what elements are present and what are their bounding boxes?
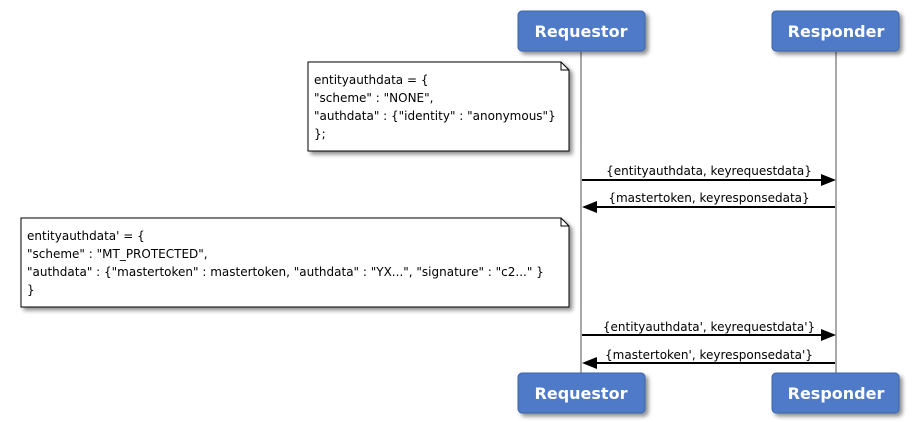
arrowhead-left <box>582 201 597 213</box>
participant-responder-label: Responder <box>788 22 885 41</box>
message-label: {entityauthdata, keyrequestdata} <box>606 164 812 178</box>
participant-requestor-label: Requestor <box>535 384 628 403</box>
participant-responder-top: Responder <box>771 10 900 52</box>
message-label: {entityauthdata', keyrequestdata'} <box>603 320 815 334</box>
arrowhead-right <box>821 174 836 186</box>
note-entityauthdata-prime: entityauthdata' = { "scheme" : "MT_PROTE… <box>20 217 570 308</box>
participant-responder-bottom: Responder <box>771 372 900 414</box>
message-2: {mastertoken, keyresponsedata} <box>582 191 835 213</box>
note-line: "scheme" : "NONE", <box>314 91 433 105</box>
message-4: {mastertoken', keyresponsedata'} <box>582 348 835 369</box>
note-line: "scheme" : "MT_PROTECTED", <box>27 247 208 261</box>
note-line: entityauthdata' = { <box>27 229 145 243</box>
participant-requestor-label: Requestor <box>535 22 628 41</box>
participant-requestor-bottom: Requestor <box>517 372 646 414</box>
note-line: } <box>27 283 35 297</box>
note-line: "authdata" : {"mastertoken" : mastertoke… <box>27 265 544 279</box>
arrowhead-left <box>582 357 597 369</box>
participant-responder-label: Responder <box>788 384 885 403</box>
message-label: {mastertoken', keyresponsedata'} <box>605 348 813 362</box>
note-line: }; <box>314 127 326 141</box>
message-3: {entityauthdata', keyrequestdata'} <box>582 320 836 341</box>
message-1: {entityauthdata, keyrequestdata} <box>582 164 836 186</box>
arrowhead-right <box>821 329 836 341</box>
note-line: "authdata" : {"identity" : "anonymous"} <box>314 109 556 123</box>
note-line: entityauthdata = { <box>314 73 428 87</box>
note-entityauthdata: entityauthdata = { "scheme" : "NONE", "a… <box>307 61 570 152</box>
message-label: {mastertoken, keyresponsedata} <box>608 191 809 205</box>
participant-requestor-top: Requestor <box>517 10 646 52</box>
